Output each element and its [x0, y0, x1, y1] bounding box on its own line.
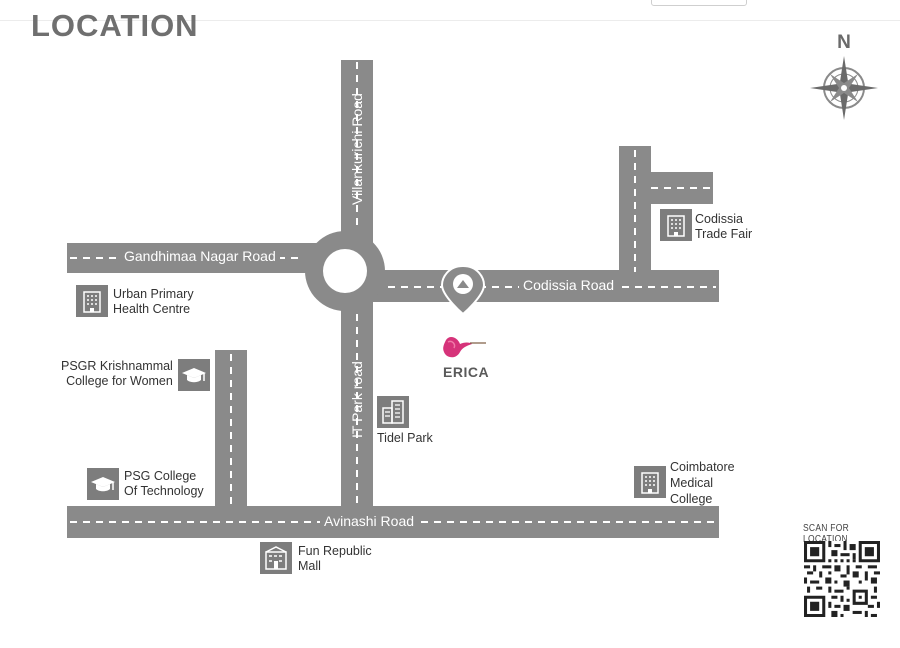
- road-label-villankurichi: Villankurichi Road: [349, 93, 365, 205]
- road-label-codissia: Codissia Road: [519, 276, 619, 294]
- road-label-it-park: IT Park road: [349, 361, 365, 438]
- office-tower-icon: [377, 396, 409, 428]
- roundabout-center: [323, 249, 367, 293]
- road-label-avinashi: Avinashi Road: [320, 512, 419, 530]
- page-title: LOCATION: [31, 8, 199, 43]
- qr-caption: SCAN FOR LOCATION: [803, 523, 849, 545]
- qr-code-icon[interactable]: [804, 541, 880, 617]
- graduation-cap-icon: [87, 468, 119, 500]
- project-name: ERICA: [443, 364, 490, 380]
- psgr-road: [215, 350, 247, 508]
- header-divider: [0, 20, 900, 21]
- compass-north-label: N: [837, 32, 851, 53]
- building-icon: [634, 466, 666, 498]
- road-label-gandhimaa: Gandhimaa Nagar Road: [120, 247, 280, 265]
- compass-icon: N: [810, 32, 878, 120]
- erica-logo-icon: [443, 337, 486, 358]
- graduation-cap-icon: [178, 359, 210, 391]
- location-pin-icon: [440, 264, 486, 316]
- building-icon: [660, 209, 692, 241]
- landmark-tidel-park: Tidel Park: [377, 431, 433, 445]
- mall-icon: [260, 542, 292, 574]
- header-button[interactable]: [651, 0, 747, 6]
- building-icon: [76, 285, 108, 317]
